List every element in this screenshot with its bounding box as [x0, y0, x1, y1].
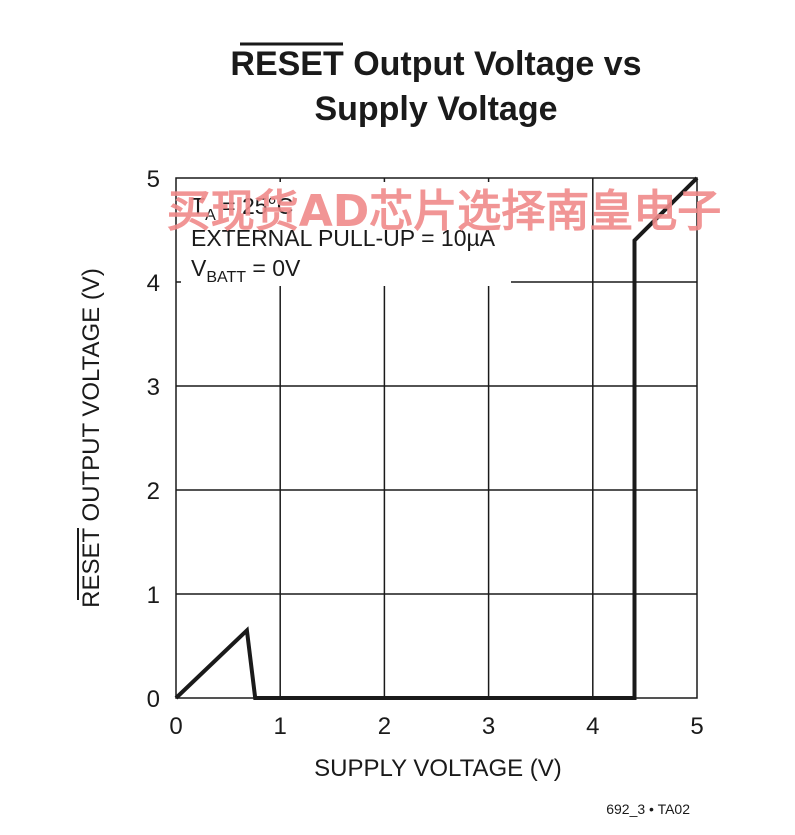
x-tick-label: 0 [169, 713, 182, 740]
y-axis-label-group: RESET OUTPUT VOLTAGE (V) [78, 268, 105, 608]
x-tick-label: 2 [378, 713, 391, 740]
y-tick-label: 3 [147, 374, 160, 401]
annotation-box [181, 182, 511, 286]
ylabel-rest-text: OUTPUT VOLTAGE (V) [78, 268, 105, 528]
x-tick-label: 5 [690, 713, 703, 740]
y-tick-label: 5 [147, 166, 160, 193]
series-line [174, 176, 699, 700]
x-tick-labels: 0 1 2 3 4 5 [169, 713, 703, 740]
x-tick-label: 1 [274, 713, 287, 740]
title-overbar-text: RESET [230, 45, 344, 83]
annotation-pullup: EXTERNAL PULL-UP = 10µA [191, 225, 496, 251]
anno-v-suffix: = 0V [246, 255, 301, 281]
chart-title-line-1: RESET Output Voltage vs [230, 45, 641, 83]
y-tick-label: 2 [147, 478, 160, 505]
anno-t-prefix: T [191, 193, 205, 219]
anno-v-prefix: V [191, 255, 207, 281]
anno-t-suffix: = 25°C [216, 193, 294, 219]
x-tick-label: 3 [482, 713, 495, 740]
figure-id: 692_3 • TA02 [606, 801, 690, 817]
y-tick-label: 0 [147, 686, 160, 713]
y-tick-label: 1 [147, 582, 160, 609]
ylabel-overbar-text: RESET [78, 527, 105, 607]
annotation-temperature: TA = 25°C [191, 193, 293, 224]
y-axis-label: RESET OUTPUT VOLTAGE (V) [78, 268, 105, 608]
y-tick-labels: 0 1 2 3 4 5 [147, 166, 160, 713]
title-rest-text: Output Voltage vs [344, 45, 642, 83]
watermark-text: 买现货AD芯片选择南皇电子 [167, 186, 722, 237]
anno-t-sub: A [205, 207, 216, 224]
y-tick-label: 4 [147, 270, 160, 297]
annotation-vbatt: VBATT = 0V [191, 255, 301, 286]
anno-v-sub: BATT [206, 269, 246, 286]
chart-title-line-2: Supply Voltage [314, 90, 557, 128]
x-tick-label: 4 [586, 713, 599, 740]
x-axis-label: SUPPLY VOLTAGE (V) [314, 755, 562, 782]
